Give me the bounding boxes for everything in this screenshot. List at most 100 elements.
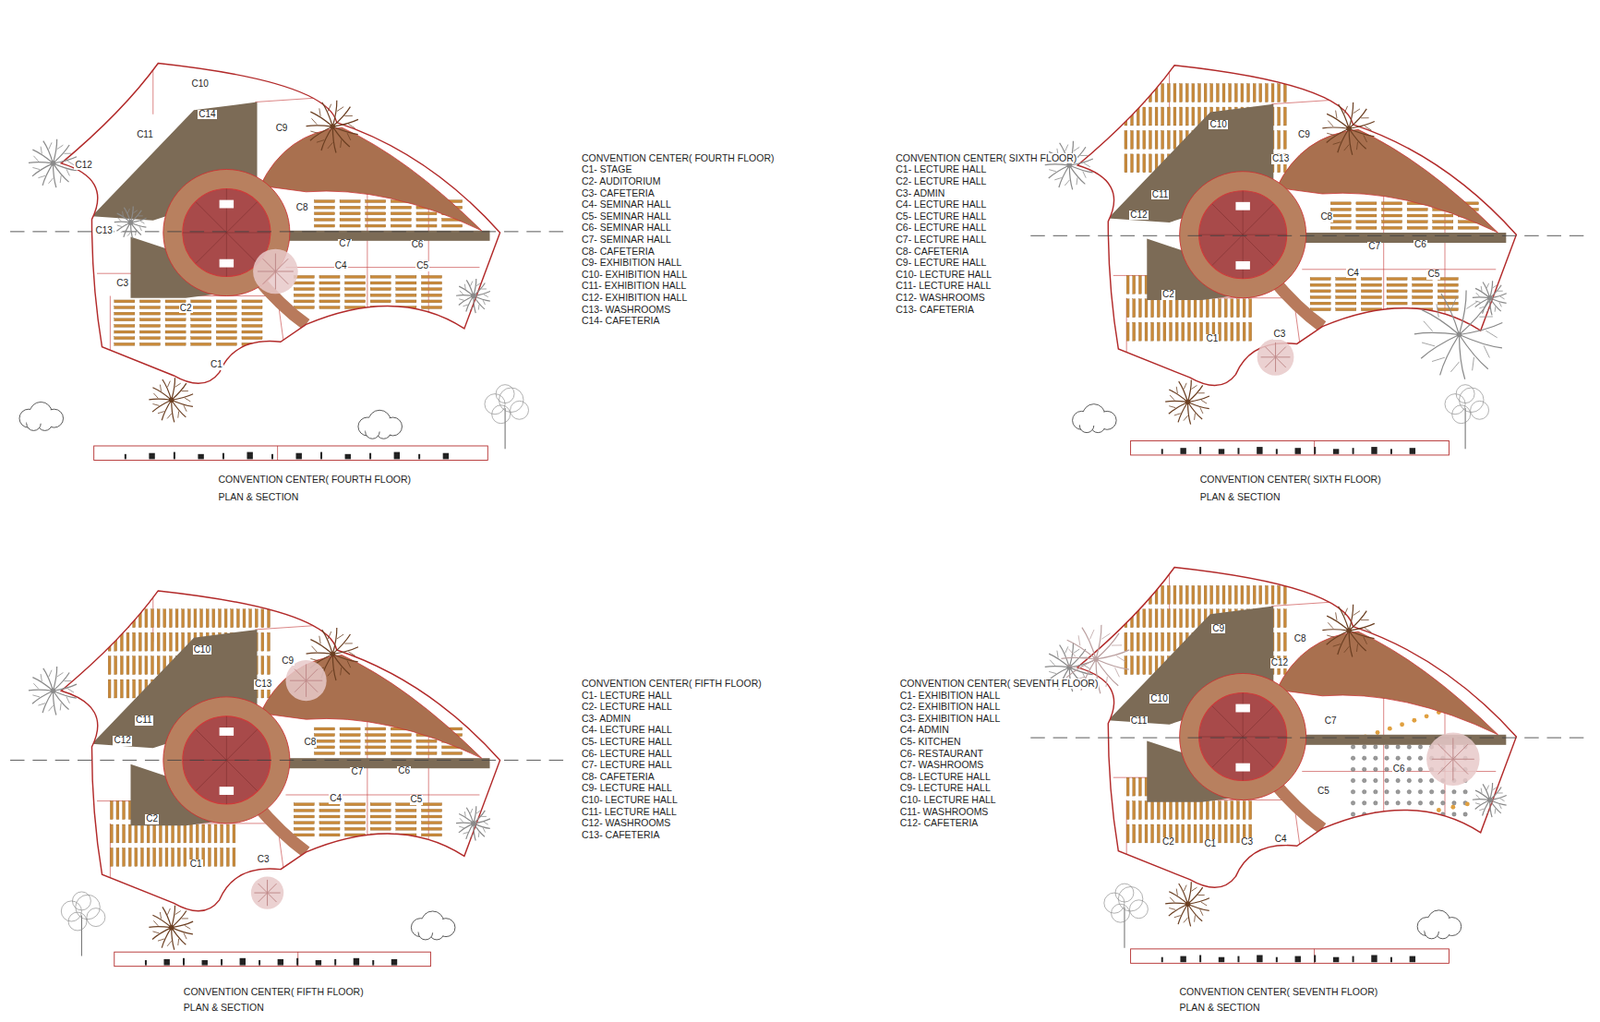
tree-branch (171, 927, 187, 946)
atrium-pattern (1199, 735, 1288, 737)
plan-detail (1409, 447, 1416, 455)
seat-row (1356, 220, 1377, 224)
seat-row (1200, 801, 1204, 820)
seat-row (114, 324, 135, 327)
seat-row (365, 745, 386, 749)
seat-row (421, 300, 442, 303)
seat-row (396, 815, 417, 819)
tree-branch (1190, 887, 1197, 891)
seat-row (1148, 609, 1152, 628)
seat-row (158, 824, 162, 843)
seat-row (319, 293, 340, 297)
legend-entry: C2- LECTURE HALL (894, 176, 987, 187)
tree-branch (1174, 915, 1181, 918)
tree-branch (344, 115, 353, 117)
seat-row (1193, 801, 1197, 820)
seat-row (1224, 801, 1228, 820)
plan-detail (1218, 957, 1225, 963)
tree-branch (1168, 903, 1189, 916)
seat-row (1249, 801, 1252, 820)
seat-row (126, 609, 130, 628)
tree-branch (1168, 406, 1176, 409)
elevation-tree (1444, 384, 1490, 450)
tree-branch (1335, 612, 1337, 620)
seat-row (139, 306, 160, 310)
tree-branch (348, 651, 355, 657)
tree-branch (1479, 306, 1484, 309)
tree-branch (1344, 106, 1348, 114)
room-code: C11 (1151, 190, 1170, 201)
plan-detail (1365, 823, 1371, 829)
tree-branch (1348, 630, 1353, 657)
legend-entry: C5- LECTURE HALL (580, 736, 674, 747)
seat-row (1210, 585, 1214, 604)
seat-row (1169, 801, 1173, 820)
plan-detail (306, 669, 319, 682)
tree-branch (140, 220, 145, 224)
plan-detail (443, 453, 449, 460)
plan-detail (253, 892, 267, 894)
seat-row (1132, 777, 1136, 796)
tree-trunk (168, 925, 175, 931)
tree-branch (1486, 308, 1491, 313)
tree-branch (1178, 381, 1189, 402)
seat-row (396, 808, 417, 812)
sheet-caption: CONVENTION CENTER( SEVENTH FLOOR) (1178, 986, 1380, 998)
tree-branch (458, 826, 464, 828)
plan-detail (220, 959, 223, 966)
plan-detail (163, 959, 169, 966)
tree-symbol (1165, 881, 1210, 927)
seat-row (339, 205, 361, 209)
roof-garden (260, 655, 482, 759)
plan-ground (60, 590, 500, 912)
tree-branch (347, 660, 351, 668)
legend-entry: C9- LECTURE HALL (894, 257, 987, 268)
plan-detail (267, 883, 277, 893)
tree-trunk (1093, 656, 1099, 662)
seat-row (1126, 322, 1130, 341)
tree-branch (473, 290, 491, 296)
seat-row (177, 847, 181, 867)
plan-detail (1373, 789, 1378, 794)
partition-wall (285, 793, 480, 795)
seat-row (1132, 824, 1136, 843)
tree-branch (153, 920, 158, 926)
tree-branch (1045, 666, 1071, 668)
tree-branch (1187, 898, 1209, 905)
tree-branch (1494, 306, 1497, 313)
tree-branch (340, 667, 342, 676)
tree-branch (456, 821, 474, 824)
seat-row (165, 342, 186, 346)
seat-row (319, 833, 340, 837)
seat-row (1242, 322, 1246, 341)
tree-branch (28, 689, 54, 691)
plan-detail (498, 387, 524, 413)
seat-row (144, 632, 148, 651)
plan-detail (1111, 903, 1131, 923)
seat-row (220, 847, 224, 867)
tree-branch (66, 168, 70, 176)
tree-branch (462, 831, 468, 834)
tree-branch (40, 146, 42, 155)
room-code: C6 (1392, 764, 1407, 775)
plan-detail (1350, 756, 1355, 760)
seat-row (195, 824, 199, 843)
plan-detail (1407, 745, 1411, 749)
tree-branch (1485, 330, 1497, 338)
seat-row (313, 739, 335, 743)
seat-row (1151, 299, 1155, 318)
plan-detail (510, 400, 530, 420)
tree-branch (1326, 128, 1349, 143)
tree-branch (127, 208, 130, 214)
seat-row (241, 306, 263, 310)
seat-row (339, 752, 361, 756)
seat-row (191, 336, 212, 340)
plan-detail (1361, 789, 1366, 794)
legend-entry: C10- LECTURE HALL (580, 794, 679, 806)
tree-branch (1486, 785, 1489, 791)
tree-branch (469, 306, 474, 311)
tree-branch (1178, 401, 1188, 422)
room-code: C3 (1273, 329, 1288, 340)
seat-row (396, 300, 417, 303)
seat-row (132, 632, 136, 651)
